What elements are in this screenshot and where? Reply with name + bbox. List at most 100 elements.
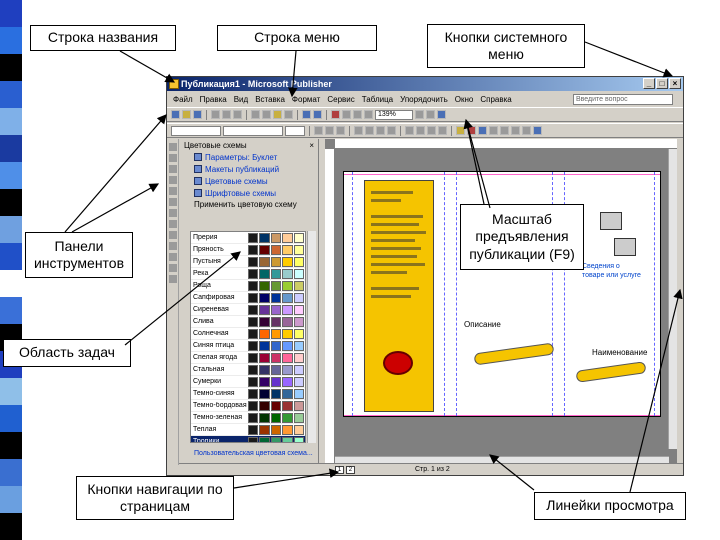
text-box-icon[interactable] bbox=[168, 154, 177, 162]
rectangle-icon[interactable] bbox=[168, 231, 177, 239]
task-pane-link[interactable]: Цветовые схемы bbox=[180, 175, 318, 187]
wordart-icon[interactable] bbox=[168, 176, 177, 184]
select-icon[interactable] bbox=[168, 143, 177, 151]
menu-item[interactable]: Вставка bbox=[255, 94, 285, 104]
style-select[interactable] bbox=[171, 125, 221, 136]
line-style-icon[interactable] bbox=[489, 126, 498, 135]
line-icon[interactable] bbox=[168, 198, 177, 206]
menu-item[interactable]: Формат bbox=[291, 94, 321, 104]
menu-item[interactable]: Вид bbox=[233, 94, 249, 104]
caption-text[interactable]: Описание bbox=[464, 320, 501, 329]
color-scheme-item[interactable]: Темно-синяя bbox=[191, 388, 305, 400]
telephone-clipart[interactable] bbox=[383, 351, 413, 375]
color-scheme-item[interactable]: Пустыня bbox=[191, 256, 305, 268]
menu-item[interactable]: Окно bbox=[454, 94, 474, 104]
page-1-button[interactable]: 1 bbox=[335, 465, 344, 474]
3d-icon[interactable] bbox=[533, 126, 542, 135]
dash-style-icon[interactable] bbox=[500, 126, 509, 135]
hyperlink-icon[interactable] bbox=[353, 110, 362, 119]
computer-clipart[interactable] bbox=[600, 212, 622, 230]
help-icon[interactable] bbox=[437, 110, 446, 119]
color-scheme-item[interactable]: Роща bbox=[191, 280, 305, 292]
cut-icon[interactable] bbox=[251, 110, 260, 119]
color-scheme-item[interactable]: Темно-зеленая bbox=[191, 412, 305, 424]
title-bar[interactable]: Публикация1 - Microsoft Publisher _ □ × bbox=[167, 77, 683, 91]
task-pane-link[interactable]: Шрифтовые схемы bbox=[180, 187, 318, 199]
color-scheme-item[interactable]: Стальная bbox=[191, 364, 305, 376]
zoom-out-icon[interactable] bbox=[415, 110, 424, 119]
color-scheme-item[interactable]: Темно-бордовая bbox=[191, 400, 305, 412]
product-info-text[interactable]: Сведения о товаре или услуге bbox=[582, 263, 641, 279]
publisher-app-icon[interactable] bbox=[169, 79, 179, 89]
color-scheme-item[interactable]: Спелая ягода bbox=[191, 352, 305, 364]
shadow-icon[interactable] bbox=[522, 126, 531, 135]
page-2-button[interactable]: 2 bbox=[345, 465, 355, 474]
color-scheme-item[interactable]: Сапфировая bbox=[191, 292, 305, 304]
menu-item[interactable]: Правка bbox=[199, 94, 227, 104]
italic-icon[interactable] bbox=[325, 126, 334, 135]
redo-icon[interactable] bbox=[313, 110, 322, 119]
arrow-style-icon[interactable] bbox=[511, 126, 520, 135]
line-color-icon[interactable] bbox=[467, 126, 476, 135]
computer-clipart[interactable] bbox=[614, 238, 636, 256]
font-size-select[interactable] bbox=[285, 125, 305, 136]
brochure-panel[interactable] bbox=[364, 180, 434, 412]
table-icon[interactable] bbox=[168, 165, 177, 173]
color-scheme-item[interactable]: Сумерки bbox=[191, 376, 305, 388]
horizontal-ruler[interactable] bbox=[335, 139, 677, 149]
format-painter-icon[interactable] bbox=[284, 110, 293, 119]
color-scheme-item[interactable]: Слива bbox=[191, 316, 305, 328]
color-scheme-item[interactable]: Пряность bbox=[191, 244, 305, 256]
font-color-icon[interactable] bbox=[478, 126, 487, 135]
menu-item[interactable]: Сервис bbox=[327, 94, 355, 104]
undo-icon[interactable] bbox=[302, 110, 311, 119]
bullets-icon[interactable] bbox=[416, 126, 425, 135]
vertical-scrollbar[interactable] bbox=[668, 149, 677, 449]
insert-table-icon[interactable] bbox=[331, 110, 340, 119]
print-icon[interactable] bbox=[211, 110, 220, 119]
menu-item[interactable]: Таблица bbox=[361, 94, 394, 104]
menu-item[interactable]: Справка bbox=[480, 94, 512, 104]
design-gallery-icon[interactable] bbox=[168, 275, 177, 283]
justify-icon[interactable] bbox=[387, 126, 396, 135]
bold-icon[interactable] bbox=[314, 126, 323, 135]
minimize-icon[interactable]: _ bbox=[643, 78, 655, 89]
align-right-icon[interactable] bbox=[376, 126, 385, 135]
paste-icon[interactable] bbox=[273, 110, 282, 119]
menu-item[interactable]: Файл bbox=[173, 94, 193, 104]
oval-icon[interactable] bbox=[168, 220, 177, 228]
color-scheme-item[interactable]: Тропики bbox=[191, 436, 305, 442]
banner-shape[interactable] bbox=[473, 342, 555, 366]
task-pane-scrollbar[interactable] bbox=[307, 231, 316, 443]
menu-item[interactable]: Упорядочить bbox=[400, 94, 448, 104]
picture-icon[interactable] bbox=[168, 187, 177, 195]
custom-scheme-link[interactable]: Пользовательская цветовая схема... bbox=[194, 450, 313, 457]
color-scheme-item[interactable]: Синяя птица bbox=[191, 340, 305, 352]
columns-icon[interactable] bbox=[342, 110, 351, 119]
align-center-icon[interactable] bbox=[365, 126, 374, 135]
hot-spot-icon[interactable] bbox=[168, 253, 177, 261]
vertical-ruler[interactable] bbox=[325, 149, 335, 465]
new-icon[interactable] bbox=[171, 110, 180, 119]
color-scheme-item[interactable]: Река bbox=[191, 268, 305, 280]
arrow-icon[interactable] bbox=[168, 209, 177, 217]
save-icon[interactable] bbox=[193, 110, 202, 119]
maximize-icon[interactable]: □ bbox=[656, 78, 668, 89]
align-left-icon[interactable] bbox=[354, 126, 363, 135]
task-pane-link[interactable]: Макеты публикаций bbox=[180, 163, 318, 175]
copy-icon[interactable] bbox=[262, 110, 271, 119]
close-icon[interactable]: × bbox=[309, 140, 314, 150]
font-select[interactable] bbox=[223, 125, 283, 136]
close-icon[interactable]: × bbox=[669, 78, 681, 89]
fill-color-icon[interactable] bbox=[456, 126, 465, 135]
open-icon[interactable] bbox=[182, 110, 191, 119]
subhead-text[interactable]: Наименование bbox=[592, 348, 648, 357]
color-scheme-item[interactable]: Солнечная bbox=[191, 328, 305, 340]
numbering-icon[interactable] bbox=[405, 126, 414, 135]
task-pane-link[interactable]: Параметры: Буклет bbox=[180, 151, 318, 163]
ask-question-field[interactable]: Введите вопрос bbox=[573, 93, 673, 105]
increase-indent-icon[interactable] bbox=[438, 126, 447, 135]
zoom-in-icon[interactable] bbox=[426, 110, 435, 119]
preview-icon[interactable] bbox=[222, 110, 231, 119]
